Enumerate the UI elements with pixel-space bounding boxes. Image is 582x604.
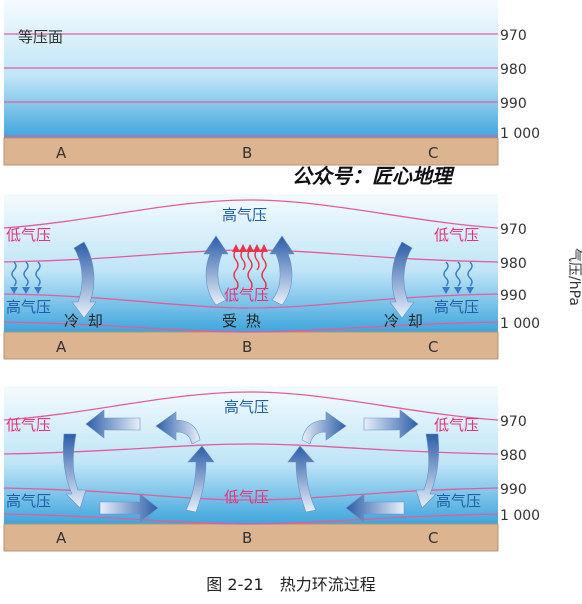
panel-1: 等压面 970 980 990 1 000 A B C (3, 0, 540, 166)
pressure-1000: 1 000 (500, 508, 540, 524)
cool-waves-c (443, 261, 473, 287)
low-pressure-upper-a: 低气压 (6, 226, 51, 244)
pressure-970: 970 (500, 28, 527, 44)
panel-3: 低气压 高气压 低气压 高气压 低气压 高气压 970 980 990 1 00… (3, 386, 540, 552)
ground-label-c: C (428, 144, 438, 162)
low-pressure-upper-a: 低气压 (6, 416, 51, 434)
upper-flow-arrow-right-cell (363, 409, 419, 439)
high-pressure-upper-b: 高气压 (222, 206, 267, 224)
rising-arrow-b-right (269, 235, 295, 306)
pressure-980: 980 (500, 448, 527, 464)
upper-flow-arrow-left-cell (85, 409, 141, 439)
surface-flow-arrow-left-cell (99, 493, 159, 523)
isobars-3 (3, 391, 499, 525)
surface-flow-arrow-right-cell (345, 493, 405, 523)
pressure-980: 980 (500, 256, 527, 272)
cool-wave-heads-c (442, 287, 474, 294)
high-pressure-lower-c: 高气压 (436, 492, 481, 510)
cooling-label-a: 冷 却 (64, 312, 105, 330)
pressure-970: 970 (500, 414, 527, 430)
cooling-label-c: 冷 却 (384, 312, 425, 330)
ground-2 (3, 331, 499, 360)
pressure-990: 990 (500, 482, 527, 498)
cool-wave-heads-a (10, 287, 42, 294)
pressure-1000: 1 000 (500, 126, 540, 142)
isobaric-surface-label: 等压面 (18, 28, 63, 46)
ground-1 (3, 137, 499, 166)
watermark: 公众号：匠心地理 (292, 164, 455, 188)
ground-label-b: B (242, 338, 252, 356)
pressure-970: 970 (500, 222, 527, 238)
ground-label-a: A (56, 529, 67, 547)
sinking-arrow-a (71, 241, 97, 319)
pressure-990: 990 (500, 288, 527, 304)
ground-label-c: C (428, 338, 438, 356)
heating-label-b: 受 热 (222, 312, 263, 330)
heat-wave-heads (232, 244, 268, 252)
isobars-1 (4, 33, 498, 137)
low-pressure-lower-b: 低气压 (224, 286, 269, 304)
rising-flow-arrow-left-cell (185, 445, 215, 513)
ground-label-a: A (56, 338, 67, 356)
pressure-990: 990 (500, 96, 527, 112)
rising-flow-arrow-right-cell (287, 445, 317, 513)
high-pressure-upper-b: 高气压 (224, 398, 269, 416)
sinking-flow-arrow-left-cell (62, 433, 87, 509)
high-pressure-lower-a: 高气压 (6, 492, 51, 510)
sky-1 (4, 0, 498, 140)
pressure-unit-label: 气压/hPa (566, 248, 582, 306)
heat-waves (233, 249, 267, 291)
low-pressure-upper-c: 低气压 (434, 226, 479, 244)
high-pressure-lower-a: 高气压 (6, 298, 51, 316)
pressure-980: 980 (500, 62, 527, 78)
sinking-flow-arrow-right-cell (415, 433, 440, 509)
cool-waves-a (11, 261, 41, 287)
ground-label-b: B (242, 529, 252, 547)
sky-3 (4, 386, 498, 526)
rising-arrow-b-left (203, 235, 229, 306)
upper-turn-arrow-left-cell (155, 411, 201, 445)
low-pressure-lower-b: 低气压 (224, 488, 269, 506)
upper-turn-arrow-right-cell (301, 411, 347, 445)
panel-2: 低气压 高气压 低气压 高气压 低气压 高气压 冷 却 受 热 冷 却 970 … (3, 194, 582, 360)
ground-label-a: A (56, 144, 67, 162)
ground-label-b: B (242, 144, 252, 162)
ground-3 (3, 523, 499, 552)
ground-label-c: C (428, 529, 438, 547)
high-pressure-lower-c: 高气压 (434, 298, 479, 316)
figure-caption: 图 2-21 热力环流过程 (206, 575, 375, 594)
pressure-1000: 1 000 (500, 316, 540, 332)
low-pressure-upper-c: 低气压 (434, 416, 479, 434)
sinking-arrow-c (389, 241, 415, 319)
